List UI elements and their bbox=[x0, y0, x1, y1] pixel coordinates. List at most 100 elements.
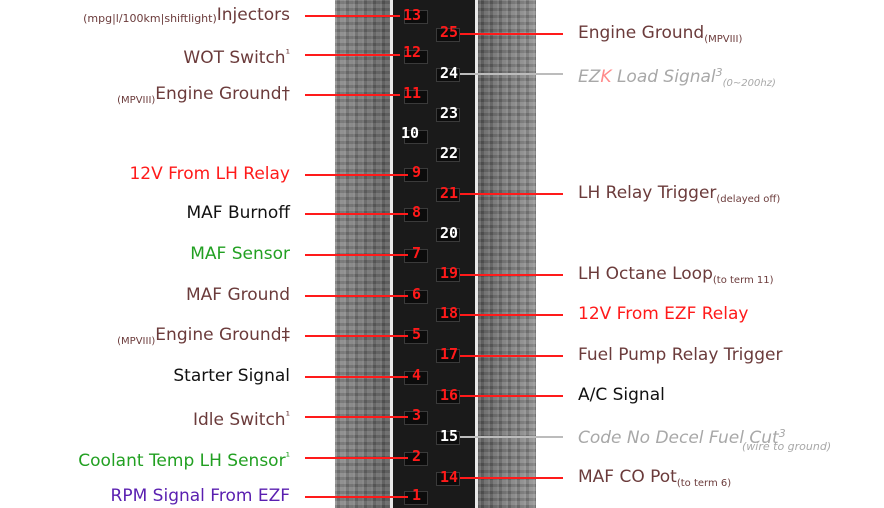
label-pin-1: RPM Signal From EZF bbox=[111, 486, 290, 506]
pin-socket-left-2 bbox=[404, 50, 428, 64]
pin-socket-left-6 bbox=[404, 208, 428, 222]
wire-21 bbox=[460, 193, 563, 195]
pin-socket-left-7 bbox=[404, 249, 428, 263]
label-pin-8: MAF Burnoff bbox=[187, 203, 291, 223]
pin-socket-right-3 bbox=[436, 108, 460, 122]
wire-5 bbox=[305, 335, 408, 337]
pin-socket-right-8 bbox=[436, 308, 460, 322]
label-pin-5-text: Engine Ground‡ bbox=[155, 325, 290, 345]
pin-number-11: 11 bbox=[403, 84, 422, 102]
wire-2 bbox=[305, 457, 408, 459]
wire-12 bbox=[305, 54, 400, 56]
label-pin-15: Code No Decel Fuel Cut3 bbox=[578, 424, 786, 448]
pin-socket-right-1 bbox=[436, 28, 460, 42]
pin-number-5: 5 bbox=[412, 325, 422, 343]
pin-socket-right-4 bbox=[436, 148, 460, 162]
pin-number-15: 15 bbox=[440, 427, 459, 445]
label-pin-25: Engine Ground(MPVIII) bbox=[578, 23, 742, 50]
wire-7 bbox=[305, 254, 408, 256]
label-pin-2-note: ¹ bbox=[285, 450, 290, 463]
label-pin-24-note: 3 bbox=[715, 66, 723, 79]
label-pin-2: Coolant Temp LH Sensor¹ bbox=[78, 447, 290, 471]
label-pin-25-sub: (MPVIII) bbox=[704, 34, 743, 45]
pin-socket-right-10 bbox=[436, 390, 460, 404]
pin-socket-left-10 bbox=[404, 371, 428, 385]
label-pin-15-sub: (wire to ground) bbox=[742, 440, 832, 453]
pin-socket-right-7 bbox=[436, 268, 460, 282]
label-pin-1-text: RPM Signal From EZF bbox=[110, 486, 290, 506]
label-pin-13-prefix: (mpg|l/100km|shiftlight) bbox=[83, 12, 217, 25]
label-pin-17-text: Fuel Pump Relay Trigger bbox=[578, 345, 783, 365]
pin-number-16: 16 bbox=[440, 386, 459, 404]
wire-25 bbox=[460, 33, 563, 35]
pin-socket-left-4 bbox=[404, 130, 428, 144]
pin-socket-left-9 bbox=[404, 330, 428, 344]
pin-number-12: 12 bbox=[403, 43, 422, 61]
pin-socket-right-9 bbox=[436, 349, 460, 363]
wire-24 bbox=[460, 73, 563, 75]
wire-16 bbox=[460, 395, 563, 397]
label-pin-19: LH Octane Loop(to term 11) bbox=[578, 264, 774, 291]
wire-19 bbox=[460, 274, 563, 276]
pin-socket-left-13 bbox=[404, 491, 428, 505]
label-pin-11: (MPVIII)Engine Ground† bbox=[117, 84, 290, 111]
pin-number-1: 1 bbox=[412, 486, 422, 504]
pin-socket-left-11 bbox=[404, 411, 428, 425]
pin-number-24: 24 bbox=[440, 64, 459, 82]
label-pin-14-sub: (to term 6) bbox=[676, 478, 732, 489]
label-pin-12-text: WOT Switch bbox=[183, 48, 286, 68]
pin-number-3: 3 bbox=[412, 406, 422, 424]
label-pin-24: EZK Load Signal3(0~200hz) bbox=[578, 63, 776, 94]
wire-17 bbox=[460, 355, 563, 357]
wire-1 bbox=[305, 496, 408, 498]
pin-number-18: 18 bbox=[440, 304, 459, 322]
pin-number-7: 7 bbox=[412, 244, 422, 262]
label-pin-24-sub: (0~200hz) bbox=[722, 78, 776, 89]
label-pin-13-text: Injectors bbox=[216, 5, 290, 25]
label-pin-9: 12V From LH Relay bbox=[129, 164, 290, 184]
pin-number-22: 22 bbox=[440, 144, 459, 162]
label-pin-11-text: Engine Ground† bbox=[155, 84, 290, 104]
pin-socket-right-5 bbox=[436, 188, 460, 202]
label-pin-5-prefix: (MPVIII) bbox=[117, 336, 156, 347]
wire-8 bbox=[305, 213, 408, 215]
wire-18 bbox=[460, 314, 563, 316]
label-pin-16-text: A/C Signal bbox=[578, 385, 665, 405]
pin-number-21: 21 bbox=[440, 184, 459, 202]
pin-number-4: 4 bbox=[412, 366, 422, 384]
wire-11 bbox=[305, 94, 400, 96]
pin-socket-right-11 bbox=[436, 431, 460, 445]
pin-number-20: 20 bbox=[440, 224, 459, 242]
pin-socket-right-12 bbox=[436, 472, 460, 486]
pin-number-6: 6 bbox=[412, 285, 422, 303]
label-pin-24-text-a: EZ bbox=[578, 67, 601, 87]
pin-number-13: 13 bbox=[403, 6, 422, 24]
pin-socket-left-1 bbox=[404, 10, 428, 24]
label-pin-5: (MPVIII)Engine Ground‡ bbox=[117, 325, 290, 352]
label-pin-19-text: LH Octane Loop bbox=[578, 264, 713, 284]
label-pin-14-text: MAF CO Pot bbox=[578, 467, 677, 487]
wire-3 bbox=[305, 416, 408, 418]
label-pin-17: Fuel Pump Relay Trigger bbox=[578, 345, 782, 365]
pin-socket-left-8 bbox=[404, 290, 428, 304]
label-pin-2-text: Coolant Temp LH Sensor bbox=[78, 451, 286, 471]
label-pin-11-prefix: (MPVIII) bbox=[117, 95, 156, 106]
label-pin-7: MAF Sensor bbox=[190, 244, 290, 264]
pin-number-10: 10 bbox=[401, 124, 420, 142]
wire-9 bbox=[305, 174, 408, 176]
label-pin-14: MAF CO Pot(to term 6) bbox=[578, 467, 731, 494]
label-pin-21-sub: (delayed off) bbox=[716, 194, 781, 205]
pin-socket-right-2 bbox=[436, 68, 460, 82]
wire-4 bbox=[305, 376, 408, 378]
label-pin-9-text: 12V From LH Relay bbox=[129, 164, 290, 184]
pin-number-25: 25 bbox=[440, 23, 459, 41]
label-pin-3-text: Idle Switch bbox=[192, 410, 286, 430]
pin-number-23: 23 bbox=[440, 104, 459, 122]
pin-number-9: 9 bbox=[412, 163, 422, 181]
label-pin-6-text: MAF Ground bbox=[185, 285, 290, 305]
pin-socket-right-6 bbox=[436, 228, 460, 242]
wire-15 bbox=[460, 436, 563, 438]
label-pin-16: A/C Signal bbox=[578, 385, 665, 405]
label-pin-24-text-k: K bbox=[600, 67, 612, 87]
pin-socket-left-3 bbox=[404, 90, 428, 104]
